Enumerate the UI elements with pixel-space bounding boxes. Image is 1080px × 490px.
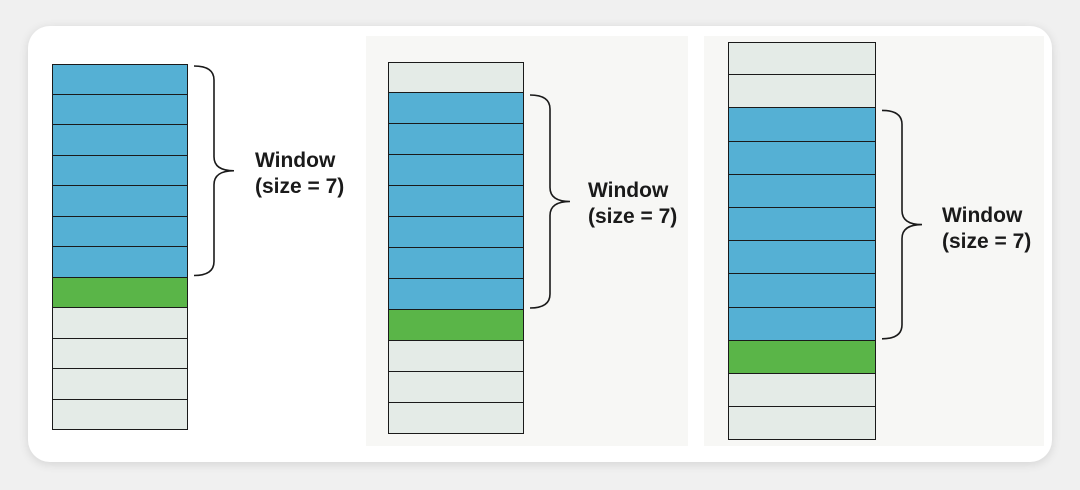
buffer-slot — [728, 42, 876, 75]
window-slot — [388, 124, 524, 155]
window-slot — [388, 279, 524, 310]
buffer-slot — [388, 372, 524, 403]
buffer-slot — [52, 308, 188, 339]
window-label-title: Window — [588, 178, 677, 204]
buffer-slot — [728, 407, 876, 440]
window-label-3: Window (size = 7) — [942, 203, 1031, 255]
window-slot — [52, 156, 188, 187]
window-brace-3 — [878, 42, 938, 282]
window-slot — [388, 155, 524, 186]
window-slot — [388, 186, 524, 217]
window-slot — [52, 125, 188, 156]
buffer-slot — [52, 339, 188, 370]
buffer-slot — [388, 403, 524, 434]
window-label-size: (size = 7) — [588, 204, 677, 230]
window-slot — [728, 241, 876, 274]
window-slot — [52, 247, 188, 278]
window-slot — [728, 175, 876, 208]
window-slot — [728, 274, 876, 307]
window-slot — [52, 64, 188, 95]
window-slot — [52, 217, 188, 248]
window-brace-2 — [526, 62, 586, 282]
current-slot — [728, 341, 876, 374]
window-slot — [728, 108, 876, 141]
window-slot — [52, 186, 188, 217]
buffer-column-3 — [728, 42, 876, 440]
brace-path — [530, 95, 570, 308]
buffer-slot — [728, 374, 876, 407]
buffer-column-1 — [52, 64, 188, 430]
window-slot — [728, 208, 876, 241]
window-slot — [728, 142, 876, 175]
buffer-slot — [728, 75, 876, 108]
window-slot — [388, 93, 524, 124]
buffer-slot — [388, 341, 524, 372]
window-slot — [388, 248, 524, 279]
window-slot — [728, 308, 876, 341]
current-slot — [388, 310, 524, 341]
buffer-column-2 — [388, 62, 524, 434]
window-label-size: (size = 7) — [255, 174, 344, 200]
buffer-slot — [388, 62, 524, 93]
buffer-slot — [52, 400, 188, 431]
window-label-title: Window — [255, 148, 344, 174]
buffer-slot — [52, 369, 188, 400]
window-brace-1 — [190, 64, 250, 284]
window-label-2: Window (size = 7) — [588, 178, 677, 230]
window-slot — [388, 217, 524, 248]
window-slot — [52, 95, 188, 126]
current-slot — [52, 278, 188, 309]
brace-path — [194, 66, 234, 276]
window-label-1: Window (size = 7) — [255, 148, 344, 200]
window-label-size: (size = 7) — [942, 229, 1031, 255]
window-label-title: Window — [942, 203, 1031, 229]
